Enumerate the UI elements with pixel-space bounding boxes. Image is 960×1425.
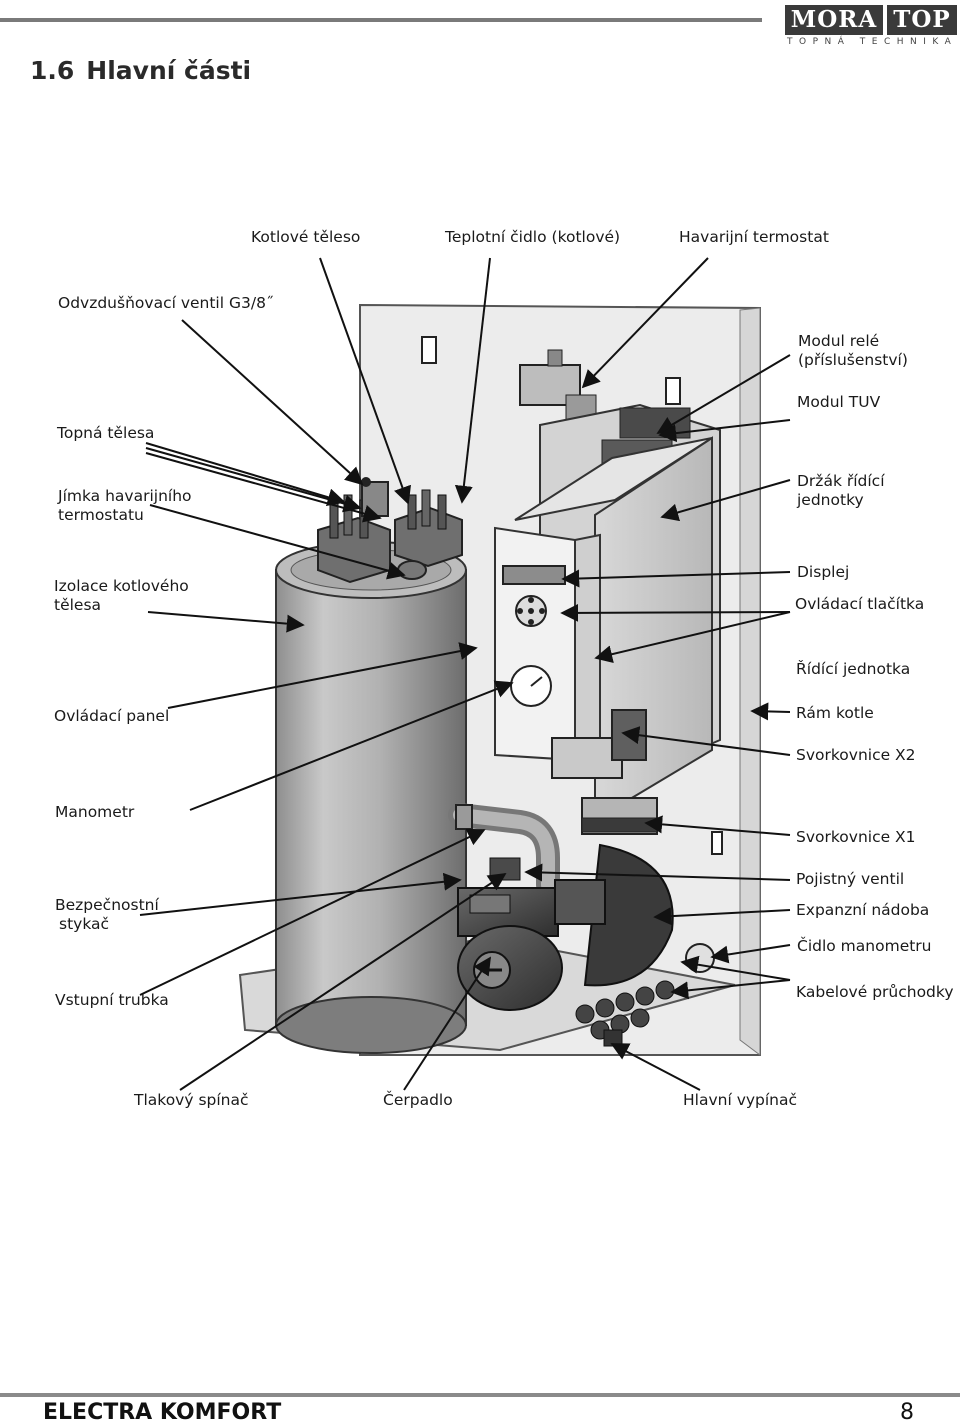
label-jimka: Jímka havarijního termostatu [58,487,192,525]
label-izolace-line2: tělesa [54,596,102,614]
logo-top: TOP [887,5,957,35]
boiler-body-cylinder [275,541,467,1054]
label-teplotni-cidlo: Teplotní čidlo (kotlové) [445,228,621,246]
label-jimka-line1: Jímka havarijního [58,487,192,505]
label-jimka-line2: termostatu [58,506,144,524]
thermostat-well [397,560,427,580]
label-bezpecnostni-stykac: Bezpečnostní stykač [55,896,159,934]
label-ovladaci-panel: Ovládací panel [54,707,170,725]
label-hlavni-vypinac: Hlavní vypínač [683,1091,798,1109]
label-cidlo-manometru: Čidlo manometru [797,937,932,955]
label-izolace: Izolace kotlového tělesa [54,577,189,615]
control-panel-front [494,526,601,762]
label-cerpadlo: Čerpadlo [383,1091,453,1109]
label-izolace-line1: Izolace kotlového [54,577,189,595]
heating-element-right [394,489,463,568]
logo-mora: MORA [785,5,883,35]
label-vstupni-trubka: Vstupní trubka [55,991,169,1009]
footer-product-name: ELECTRA KOMFORT [43,1400,282,1425]
label-havarijni-termostat: Havarijní termostat [679,228,829,246]
label-modul-rele-line2: (příslušenství) [798,351,908,369]
cable-glands [575,980,675,1040]
inlet-pipe [448,803,560,897]
circulation-pump [457,879,606,1011]
label-svorkovnice-x2: Svorkovnice X2 [796,746,916,764]
label-ram-kotle: Rám kotle [796,704,874,722]
label-odvzdusnovaci-ventil: Odvzdušňovací ventil G3/8˝ [58,294,274,312]
label-modul-rele-line1: Modul relé [798,332,880,350]
label-tlakovy-spinac: Tlakový spínač [134,1091,249,1109]
label-manometr: Manometr [55,803,135,821]
terminal-block-x1 [581,797,658,835]
label-displej: Displej [797,563,850,581]
footer-rule [0,1393,960,1397]
header-rule [0,18,762,22]
expansion-vessel [583,843,674,987]
label-drzak: Držák řídící jednotky [797,472,885,510]
logo-tagline: TOPNÁ TECHNIKA [787,37,958,47]
label-bezpecnostni-line1: Bezpečnostní [55,896,159,914]
label-topna-telesa: Topná tělesa [57,424,155,442]
label-kotlove-teleso: Kotlové těleso [251,228,361,246]
section-heading: 1.6 Hlavní části [30,56,263,85]
section-title: Hlavní části [86,56,252,85]
label-pojistny-ventil: Pojistný ventil [796,870,905,888]
pressure-sensor [685,943,715,973]
label-modul-tuv: Modul TUV [797,393,881,411]
air-vent-valve [361,477,389,517]
safety-valve [489,857,521,881]
label-kabelove-pruchodky: Kabelové průchodky [796,983,954,1001]
label-expanzni-nadoba: Expanzní nádoba [796,901,930,919]
label-svorkovnice-x1: Svorkovnice X1 [796,828,916,846]
label-bezpecnostni-line2: stykač [59,915,110,933]
label-ovladaci-tlacitka: Ovládací tlačítka [795,595,925,613]
leader-lines [139,257,791,1091]
label-ridici-jednotka: Řídící jednotka [796,660,911,678]
label-drzak-line2: jednotky [797,491,864,509]
footer-page-number: 8 [900,1400,914,1425]
label-drzak-line1: Držák řídící [797,472,885,490]
section-number: 1.6 [30,56,75,85]
mora-top-logo: MORA TOP TOPNÁ TECHNIKA [785,5,957,47]
label-modul-rele: Modul relé (příslušenství) [798,332,908,370]
terminal-block-x2 [551,709,647,779]
